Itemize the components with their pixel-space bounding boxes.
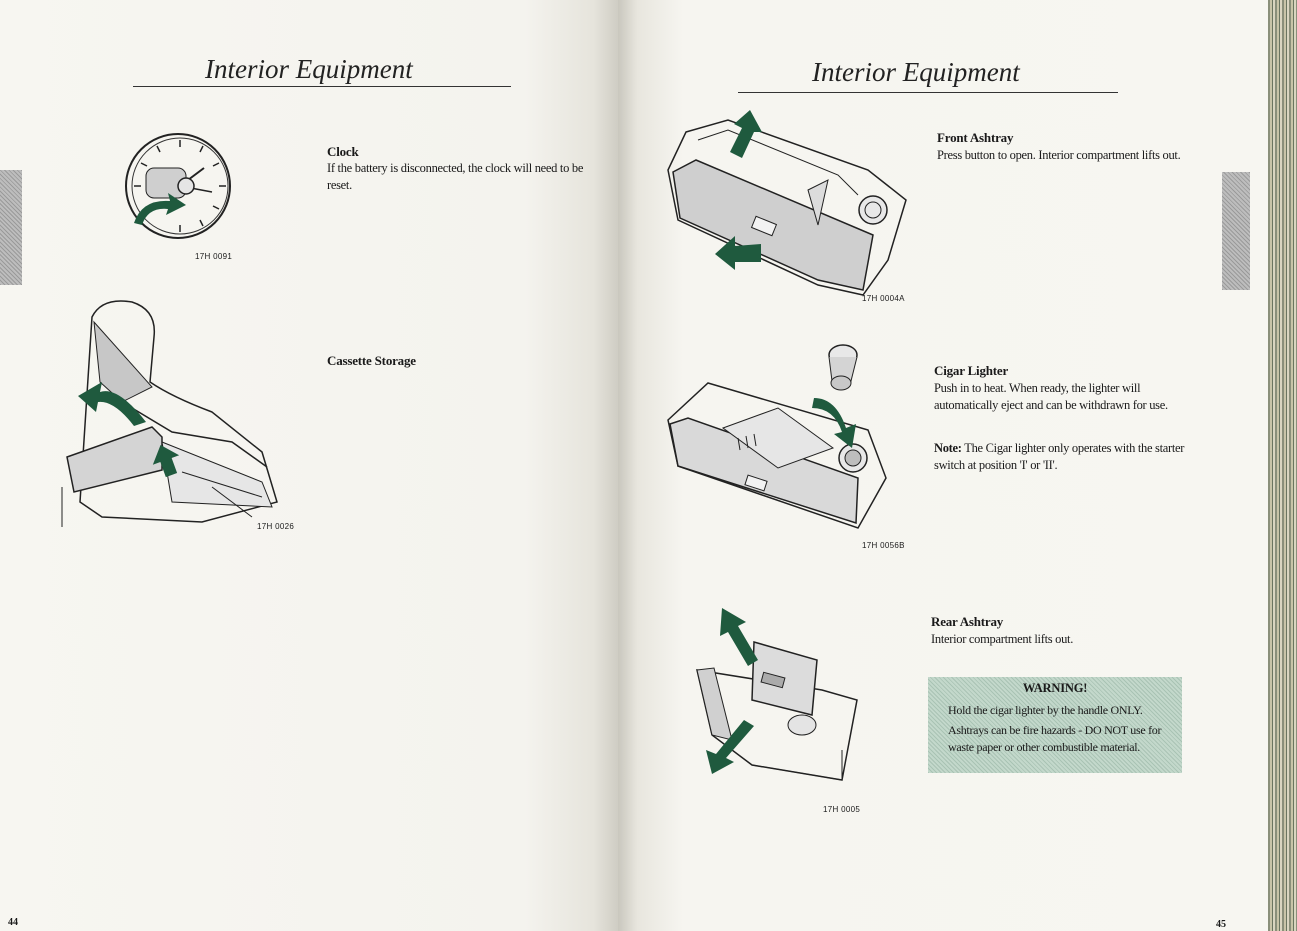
open-arrow-icon (730, 110, 762, 158)
press-button-arrow-icon (715, 236, 761, 270)
rear-ashtray-illustration (696, 641, 858, 781)
front-ashtray-text: Press button to open. Interior compartme… (937, 148, 1181, 162)
page-number-right: 45 (1216, 919, 1226, 930)
page-edges (1268, 0, 1297, 931)
rear-ashtray-heading: Rear Ashtray (931, 614, 1004, 629)
figure-code-rear-ashtray: 17H 0005 (823, 805, 861, 814)
pull-out-arrow-icon (706, 720, 754, 774)
clock-illustration (125, 133, 231, 239)
cigar-lighter-text-line2: automatically eject and can be withdrawn… (934, 398, 1168, 412)
warning-title: WARNING! (1022, 681, 1088, 695)
cassette-seat-illustration (61, 300, 278, 527)
title-rule-left (133, 86, 511, 87)
figure-code-clock: 17H 0091 (195, 252, 233, 261)
figure-code-front-ashtray: 17H 0004A (862, 294, 905, 303)
figure-code-cigar-lighter: 17H 0056B (862, 541, 905, 550)
front-ashtray-illustration (667, 119, 907, 296)
clock-text-line2: reset. (327, 178, 352, 192)
warning-line2: Ashtrays can be fire hazards - DO NOT us… (948, 723, 1162, 737)
title-rule-right (738, 92, 1118, 93)
front-ashtray-heading: Front Ashtray (937, 130, 1014, 145)
rotate-arrow-icon (134, 193, 186, 225)
cigar-lighter-heading: Cigar Lighter (934, 363, 1009, 378)
warning-box: WARNING! Hold the cigar lighter by the h… (928, 677, 1182, 773)
lift-arrow-icon (78, 382, 146, 426)
section-tab-left (0, 170, 22, 285)
cigar-lighter-illustration (667, 344, 887, 529)
cassette-heading: Cassette Storage (327, 353, 416, 368)
figure-code-cassette: 17H 0026 (257, 522, 295, 531)
cigar-lighter-text-line1: Push in to heat. When ready, the lighter… (934, 381, 1141, 395)
lift-up-arrow-icon (720, 608, 758, 666)
note-text: The Cigar lighter only operates with the… (964, 441, 1185, 455)
cigar-lighter-note-line2: switch at position 'I' or 'II'. (934, 458, 1058, 472)
page-number-left: 44 (8, 917, 18, 928)
cigar-lighter-note-line1: Note: The Cigar lighter only operates wi… (934, 440, 1184, 457)
insert-arrow-icon (812, 398, 856, 448)
page-title-right: Interior Equipment (812, 57, 1020, 87)
section-tab-right (1222, 172, 1250, 290)
warning-line3: waste paper or other combustible materia… (948, 740, 1140, 754)
push-arrow-icon (152, 444, 180, 478)
clock-text-line1: If the battery is disconnected, the cloc… (327, 161, 584, 175)
bleed-through-text (320, 100, 580, 370)
note-label: Note: (934, 441, 962, 455)
clock-heading: Clock (327, 144, 359, 159)
page-title-left: Interior Equipment (205, 54, 413, 84)
warning-line1: Hold the cigar lighter by the handle ONL… (948, 703, 1143, 717)
rear-ashtray-text: Interior compartment lifts out. (931, 632, 1074, 646)
